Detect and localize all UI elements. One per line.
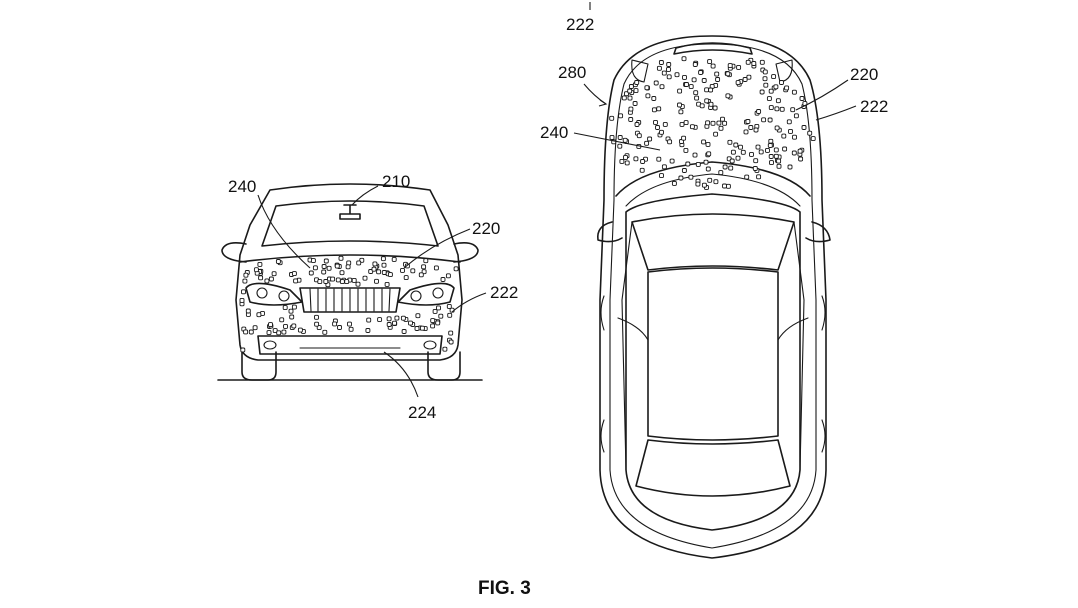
vehicle-top-view: 222 280 240 220 222 <box>540 2 888 559</box>
top-coating-dots <box>609 56 816 190</box>
hood-rear-edge <box>615 161 811 197</box>
windshield <box>261 200 439 247</box>
label-front-220: 220 <box>472 219 500 238</box>
left-side-mirror <box>221 242 247 263</box>
label-top-220: 220 <box>850 65 878 84</box>
right-headlight <box>397 282 455 306</box>
lower-bumper <box>257 335 443 355</box>
left-wheel <box>241 351 277 381</box>
label-top-280: 280 <box>558 63 586 82</box>
label-front-240: 240 <box>228 177 256 196</box>
front-coating-dots <box>239 255 459 353</box>
rear-window <box>635 439 791 497</box>
top-grille <box>673 42 753 55</box>
hood-outline <box>239 254 461 263</box>
label-top-240: 240 <box>540 123 568 142</box>
label-top-222-roof: 222 <box>566 15 594 34</box>
front-grille <box>299 287 401 313</box>
label-front-222: 222 <box>490 283 518 302</box>
sensor-mount <box>339 204 361 220</box>
roof <box>647 267 779 441</box>
top-left-mirror <box>596 221 623 243</box>
label-front-224: 224 <box>408 403 436 422</box>
label-front-210: 210 <box>382 172 410 191</box>
figure-caption: FIG. 3 <box>478 578 531 599</box>
top-body-outline <box>599 35 827 559</box>
grille-slats <box>309 288 391 312</box>
left-fog-light <box>263 340 277 350</box>
vehicle-front-view: 240 210 220 222 224 <box>217 172 518 422</box>
top-right-mirror <box>805 221 831 243</box>
top-cabin-outline <box>625 193 801 531</box>
arrow-280 <box>598 99 608 107</box>
left-headlight <box>245 282 303 306</box>
right-side-mirror <box>453 242 479 263</box>
right-wheel <box>427 351 461 381</box>
label-top-222-fascia: 222 <box>860 97 888 116</box>
windshield-top <box>631 213 795 271</box>
right-fog-light <box>423 340 437 350</box>
